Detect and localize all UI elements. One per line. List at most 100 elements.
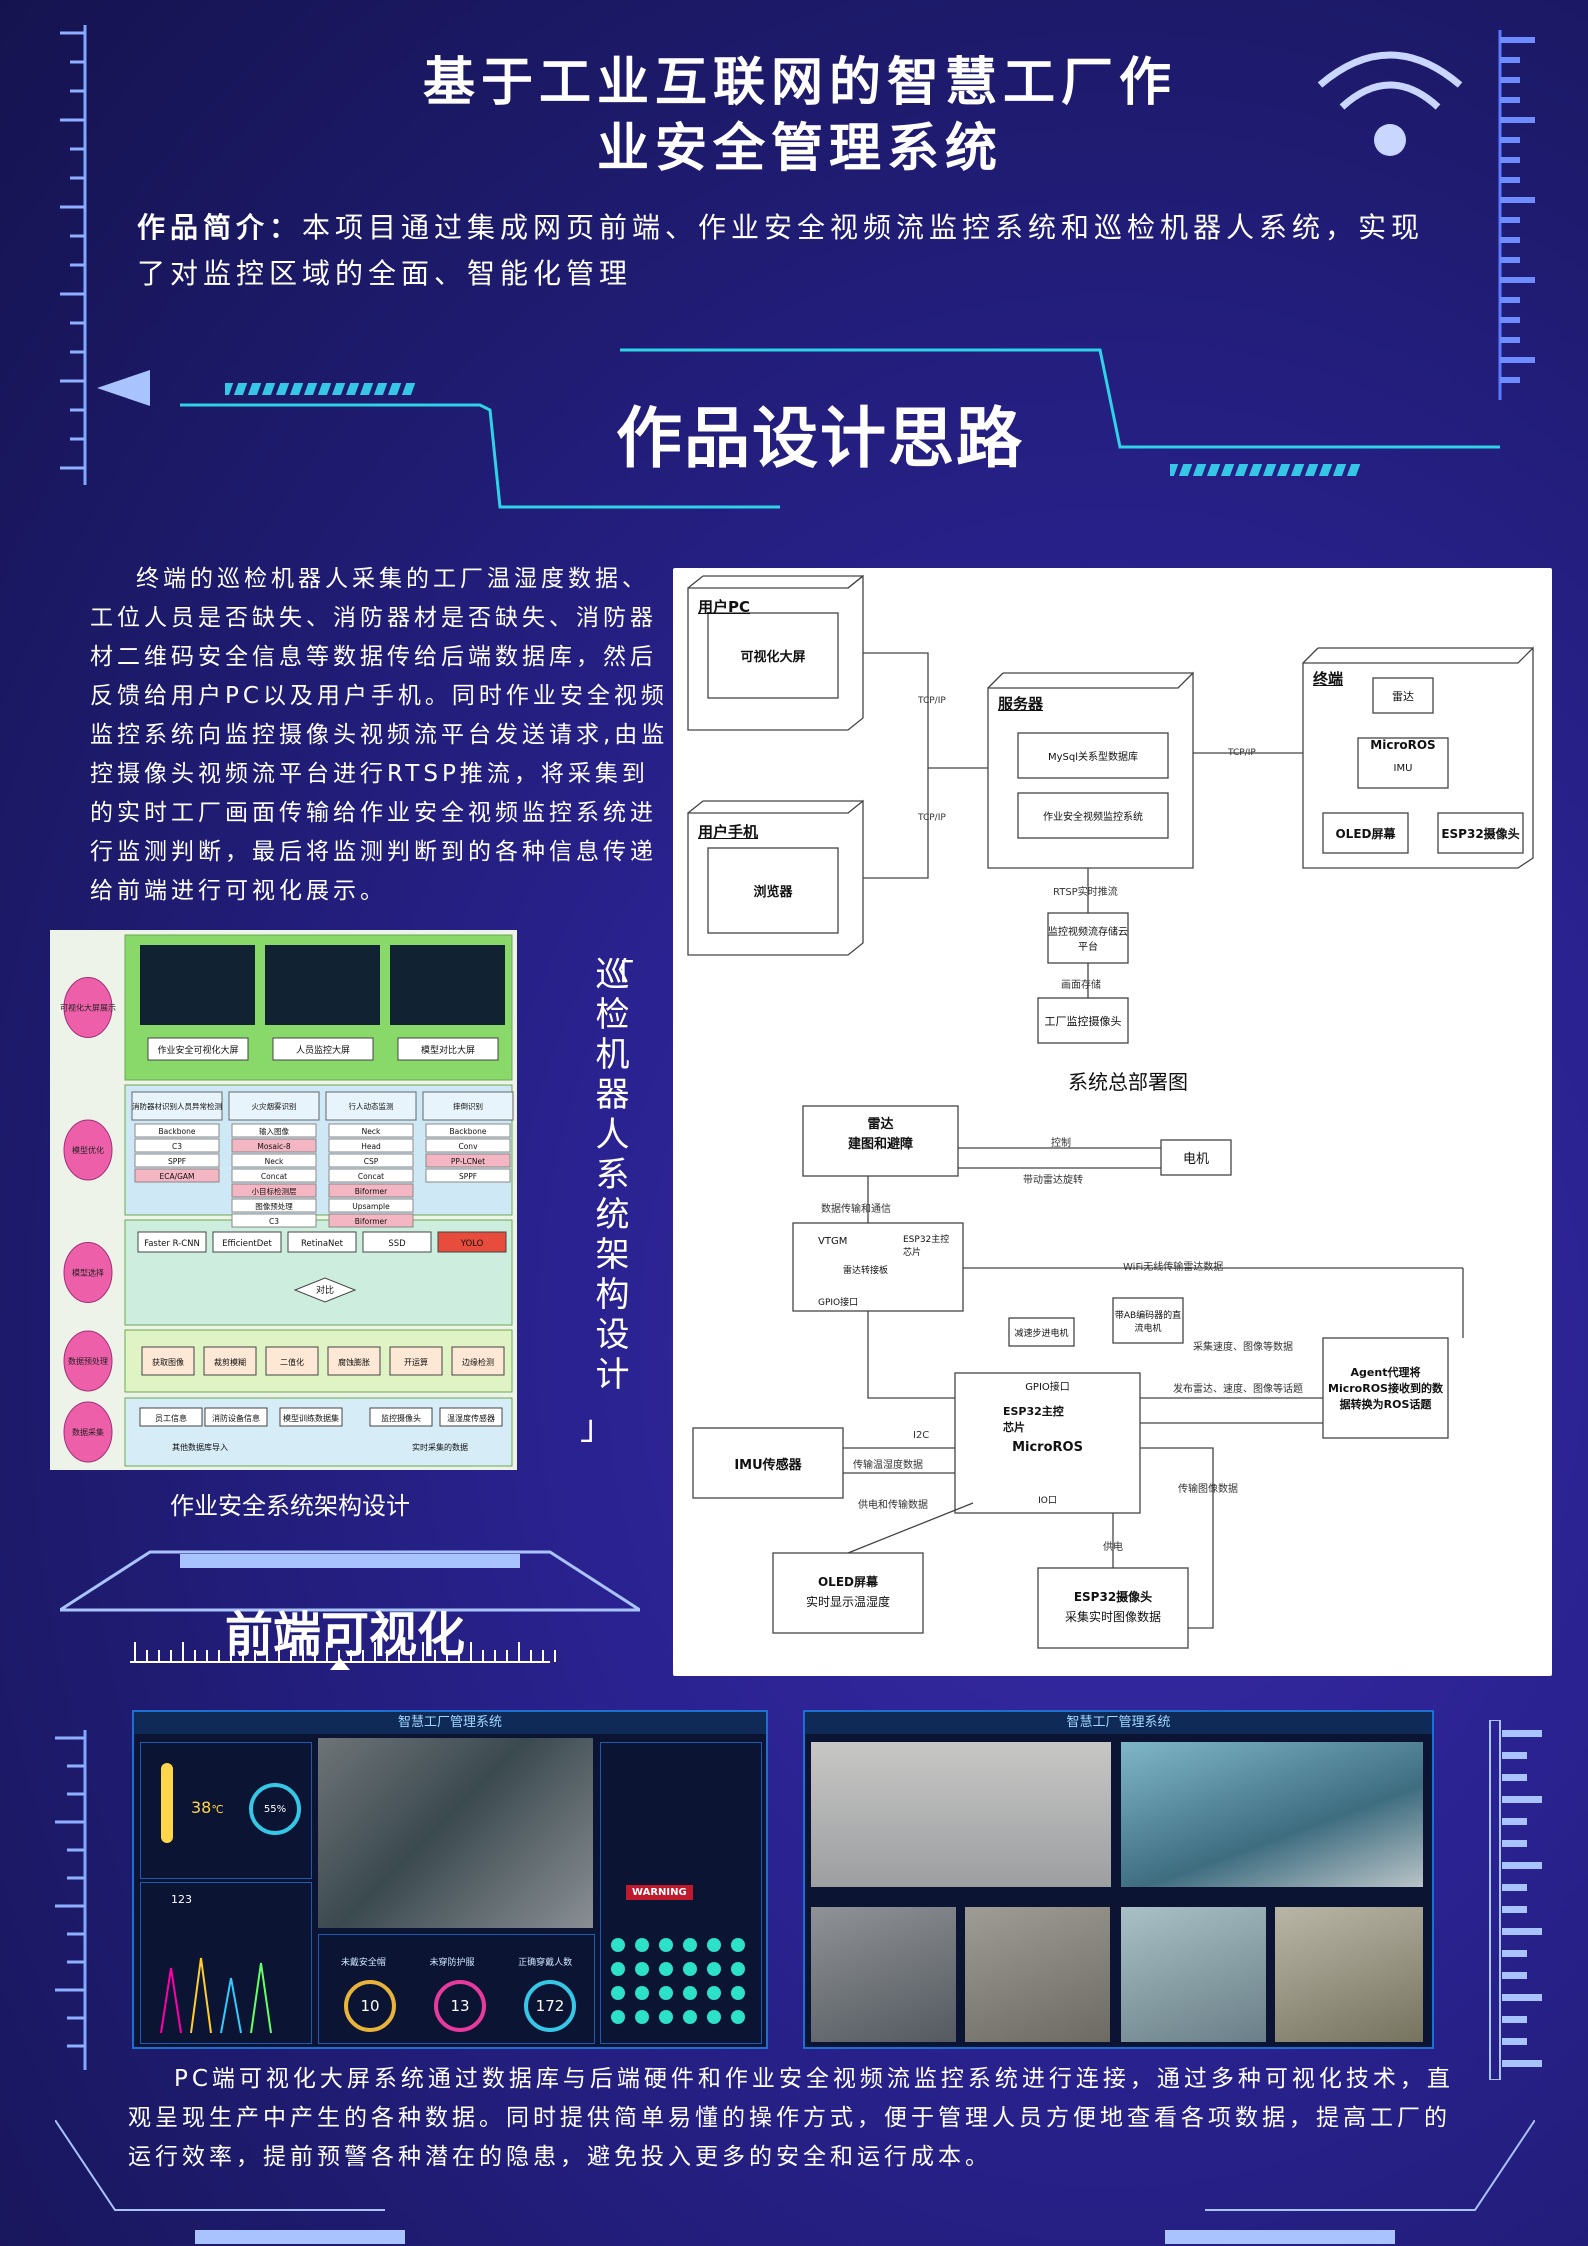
arch-opt-item bbox=[425, 1168, 511, 1183]
deploy-esp32: ESP32摄像头 bbox=[1441, 826, 1520, 841]
wifi-icon bbox=[1317, 51, 1463, 156]
arch-opt-item-text: 图像预处理 bbox=[255, 1201, 293, 1211]
architecture-diagram: 可视化大屏展示模型优化模型选择数据预处理数据采集作业安全可视化大屏人员监控大屏模… bbox=[50, 930, 517, 1470]
arch-opt-item-text: Concat bbox=[261, 1172, 287, 1181]
deploy-server-label: 服务器 bbox=[998, 695, 1044, 713]
arch-model-box bbox=[137, 1231, 207, 1253]
stat-value-helmet: 10 bbox=[344, 1980, 396, 2032]
dashboard1-people-panel: 123 bbox=[140, 1882, 312, 2044]
robot-reducer-motor: 减速步进电机 bbox=[1014, 1328, 1069, 1339]
arch-prep-label: 裁剪模糊 bbox=[214, 1357, 246, 1367]
deploy-radar: 雷达 bbox=[1392, 689, 1414, 703]
architecture-caption: 作业安全系统架构设计 bbox=[170, 1492, 410, 1520]
arch-row-badge bbox=[63, 1401, 113, 1463]
robot-collect-label: 采集速度、图像等数据 bbox=[1193, 1342, 1293, 1353]
deploy-browser: 浏览器 bbox=[753, 885, 793, 900]
arch-opt-item bbox=[231, 1168, 317, 1183]
dashboard1-stats-panel: 未戴安全帽 未穿防护服 正确穿戴人数 10 13 172 bbox=[318, 1934, 595, 2044]
arch-opt-head-text: 消防器材识别人员异常检测 bbox=[132, 1101, 222, 1111]
arch-row-label: 模型优化 bbox=[72, 1145, 104, 1155]
arch-opt-item-text: Head bbox=[361, 1142, 381, 1151]
robot-power-data-label: 供电和传输数据 bbox=[858, 1500, 928, 1511]
title-line-2: 业安全管理系统 bbox=[596, 119, 1003, 179]
arch-compare-label: 对比 bbox=[316, 1284, 334, 1296]
arch-opt-item bbox=[134, 1138, 220, 1153]
arch-prep-box bbox=[141, 1346, 195, 1376]
arch-compare-diamond bbox=[293, 1277, 357, 1303]
dashboard1-factory-view bbox=[318, 1738, 593, 1928]
dashboard1-temp: 38℃ bbox=[191, 1798, 224, 1817]
robot-esp32-cam: ESP32摄像头 bbox=[1073, 1590, 1153, 1604]
robot-esp32-cam-sub: 采集实时图像数据 bbox=[1064, 1610, 1161, 1624]
arch-opt-head bbox=[228, 1091, 320, 1121]
robot-esp32-2: ESP32主控芯片 bbox=[1003, 1405, 1064, 1434]
deploy-monitor-system: 作业安全视频监控系统 bbox=[1043, 812, 1143, 823]
arch-opt-item-text: Biformer bbox=[355, 1217, 388, 1226]
dashboard1-temp-panel: 38℃ 55% bbox=[140, 1742, 312, 1879]
factory-camera: 工厂监控摄像头 bbox=[1044, 1014, 1122, 1028]
bottom-frame-decoration bbox=[55, 2120, 1535, 2244]
video-feed-3 bbox=[811, 1907, 956, 2042]
right-scale-decoration bbox=[1498, 30, 1535, 400]
arch-opt-head-text: 摔倒识别 bbox=[453, 1101, 483, 1111]
video-feed-2 bbox=[1121, 1742, 1423, 1887]
left-scale-decoration bbox=[60, 25, 87, 485]
arch-opt-head bbox=[422, 1091, 514, 1121]
arch-prep-box bbox=[265, 1346, 319, 1376]
dashboard1-right-panel: WARNING bbox=[600, 1742, 762, 2044]
video-feed-4 bbox=[965, 1907, 1110, 2042]
deploy-user-pc-label: 用户PC bbox=[698, 598, 751, 616]
arch-prep-label: 二值化 bbox=[280, 1357, 304, 1367]
arch-opt-item-text: Biformer bbox=[355, 1187, 388, 1196]
arch-opt-item-text: 输入图像 bbox=[259, 1126, 289, 1136]
arch-opt-item bbox=[231, 1183, 317, 1198]
left-arrow-icon bbox=[97, 370, 150, 406]
arch-opt-item bbox=[328, 1153, 414, 1168]
design-paragraph: 终端的巡检机器人采集的工厂温湿度数据、工位人员是否缺失、消防器材是否缺失、消防器… bbox=[90, 566, 669, 904]
arch-collect-label: 监控摄像头 bbox=[381, 1413, 421, 1423]
dashboard-screenshot-2: 智慧工厂管理系统 bbox=[803, 1710, 1434, 2049]
arch-opt-item-text: SPPF bbox=[168, 1157, 186, 1166]
section-title-design: 作品设计思路 bbox=[616, 400, 1024, 477]
arch-model-label: RetinaNet bbox=[301, 1239, 344, 1249]
arch-prep-label: 边缘检测 bbox=[462, 1357, 494, 1367]
section-title-frontend: 前端可视化 bbox=[224, 1607, 465, 1663]
arch-opt-item-text: Neck bbox=[265, 1157, 284, 1166]
arch-opt-item bbox=[425, 1153, 511, 1168]
bracket-open: 「 bbox=[600, 958, 634, 998]
arch-opt-item-text: Backbone bbox=[450, 1127, 487, 1136]
arch-collect-box bbox=[369, 1407, 433, 1427]
arch-opt-head-text: 火灾烟雾识别 bbox=[252, 1101, 297, 1111]
arch-opt-item bbox=[328, 1138, 414, 1153]
arch-row-badge bbox=[63, 1119, 113, 1181]
stat-value-correct: 172 bbox=[524, 1980, 576, 2032]
deploy-caption: 系统总部署图 bbox=[1068, 1070, 1188, 1094]
left-bottom-scale-decoration bbox=[55, 1730, 87, 2070]
arch-collect-sub: 其他数据库导入 bbox=[172, 1442, 228, 1452]
intro-paragraph: 作品简介：本项目通过集成网页前端、作业安全视频流监控系统和巡检机器人系统，实现了… bbox=[137, 205, 1457, 297]
arch-opt-item bbox=[231, 1198, 317, 1213]
arch-row-badge bbox=[63, 1330, 113, 1392]
arch-prep-label: 开运算 bbox=[404, 1357, 428, 1367]
arch-screen-box bbox=[147, 1037, 249, 1061]
arch-opt-head-text: 行人动态监测 bbox=[349, 1101, 394, 1111]
arch-opt-item-text: PP-LCNet bbox=[451, 1157, 485, 1166]
tcp-label-1: TCP/IP bbox=[918, 696, 946, 706]
arch-screen-thumb bbox=[265, 945, 380, 1025]
video-feed-5 bbox=[1121, 1907, 1266, 2042]
intro-label: 作品简介： bbox=[137, 211, 303, 244]
arch-prep-box bbox=[451, 1346, 505, 1376]
robot-io: IO口 bbox=[1038, 1496, 1057, 1506]
dashboard1-title: 智慧工厂管理系统 bbox=[134, 1712, 766, 1734]
arch-opt-item-text: Conv bbox=[458, 1142, 478, 1151]
arch-prep-label: 获取图像 bbox=[152, 1357, 184, 1367]
arch-opt-item bbox=[328, 1213, 414, 1228]
arch-collect-box bbox=[139, 1407, 203, 1427]
rtsp-label: RTSP实时推流 bbox=[1053, 887, 1118, 898]
stat-label-suit: 未穿防护服 bbox=[429, 1958, 475, 1968]
arch-model-label: Faster R-CNN bbox=[144, 1239, 200, 1249]
robot-radar-sub: 建图和避障 bbox=[847, 1137, 913, 1152]
diagram-lines bbox=[687, 574, 1534, 1649]
tcp-label-3: TCP/IP bbox=[1228, 748, 1256, 758]
stat-label-helmet: 未戴安全帽 bbox=[340, 1958, 386, 1968]
